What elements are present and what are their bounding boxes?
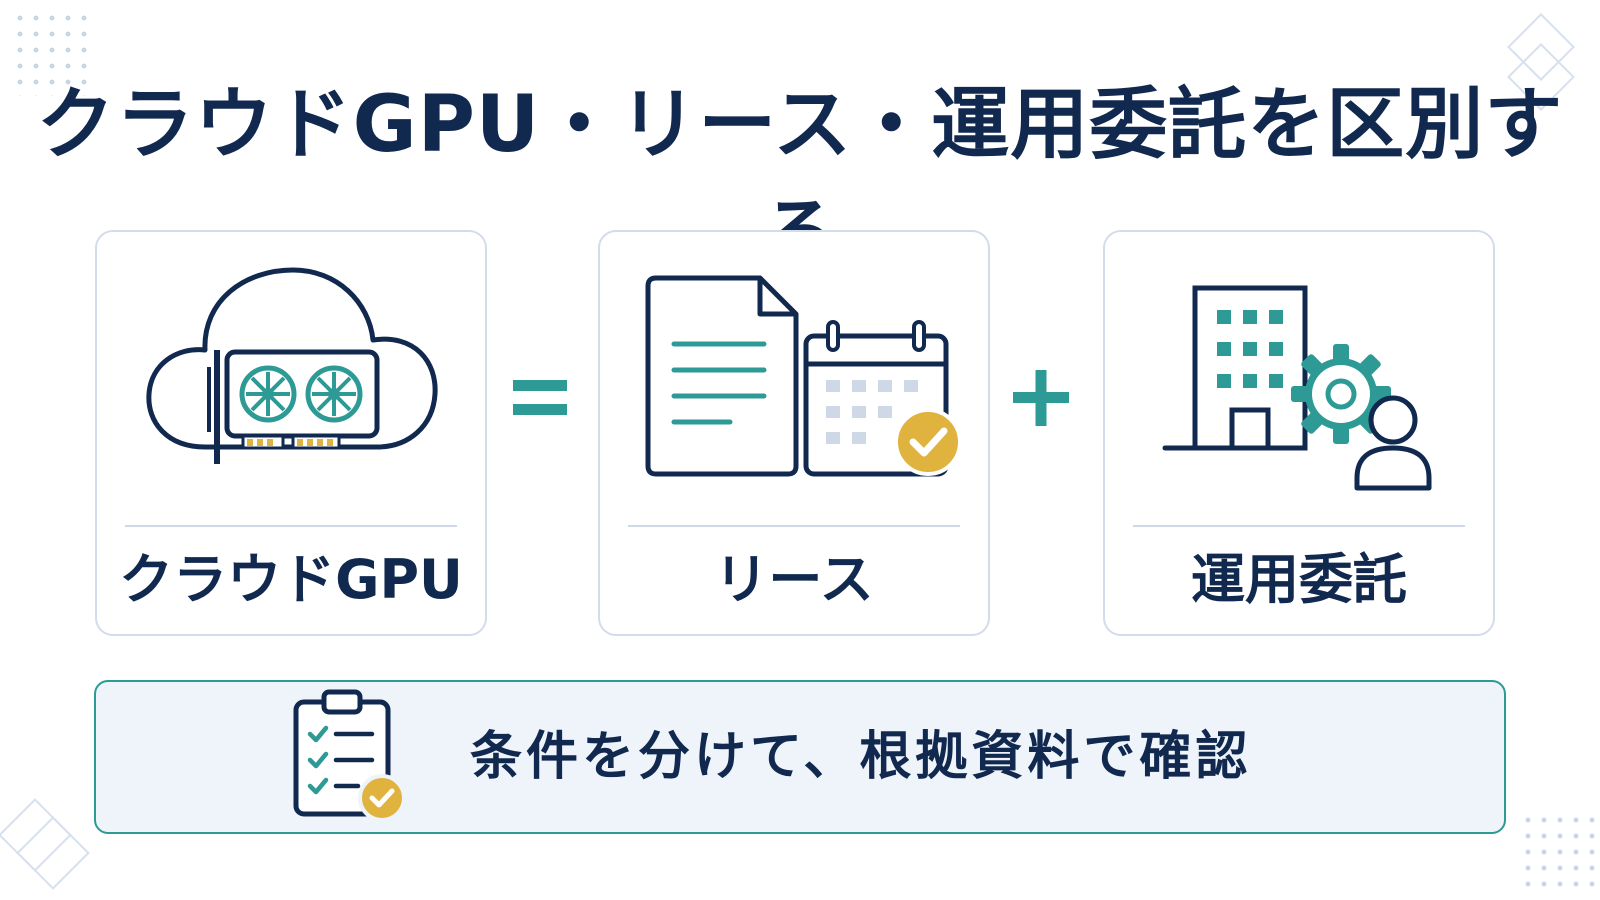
building-gear-person-icon bbox=[1162, 285, 1432, 491]
document-calendar-icon bbox=[645, 275, 962, 477]
decorative-dot-grid-bottom-right bbox=[1520, 812, 1596, 896]
card-label-operation-outsourcing: 運用委託 bbox=[1191, 548, 1407, 611]
card-label-lease: リース bbox=[714, 548, 874, 611]
card-operation-outsourcing: 運用委託 bbox=[1103, 230, 1495, 636]
equals-icon bbox=[513, 380, 567, 415]
clipboard-checklist-icon bbox=[293, 689, 406, 822]
summary-banner: 条件を分けて、根拠資料で確認 bbox=[94, 680, 1506, 834]
card-cloud-gpu: クラウドGPU bbox=[95, 230, 487, 636]
decorative-diamond-bottom-left bbox=[0, 798, 90, 890]
card-divider bbox=[125, 525, 457, 527]
banner-text: 条件を分けて、根拠資料で確認 bbox=[470, 727, 1252, 787]
plus-icon bbox=[1013, 370, 1069, 426]
decorative-diamond-top-right bbox=[1507, 13, 1575, 111]
card-divider bbox=[628, 525, 960, 527]
card-divider bbox=[1133, 525, 1465, 527]
card-label-cloud-gpu: クラウドGPU bbox=[119, 548, 463, 611]
cloud-gpu-icon bbox=[146, 267, 438, 464]
card-lease: リース bbox=[598, 230, 990, 636]
decorative-dot-grid-top-left bbox=[12, 10, 96, 96]
